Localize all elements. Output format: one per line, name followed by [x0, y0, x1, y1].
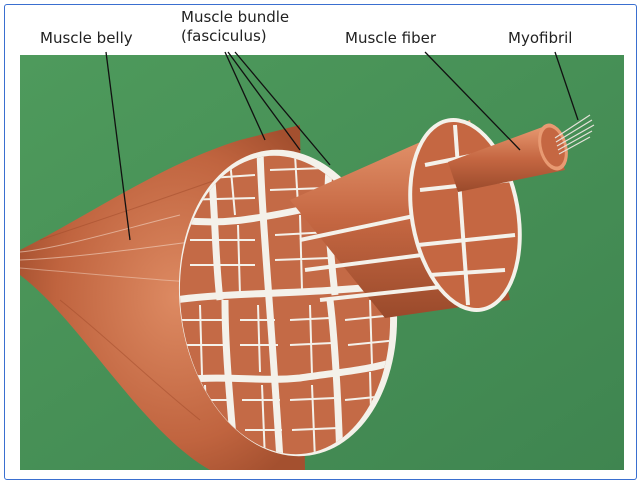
label-myofibril: Myofibril — [508, 30, 572, 47]
label-muscle-bundle: Muscle bundle — [181, 9, 289, 26]
label-muscle-belly: Muscle belly — [40, 30, 133, 47]
label-muscle-fiber: Muscle fiber — [345, 30, 436, 47]
label-fasciculus: (fasciculus) — [181, 28, 267, 45]
